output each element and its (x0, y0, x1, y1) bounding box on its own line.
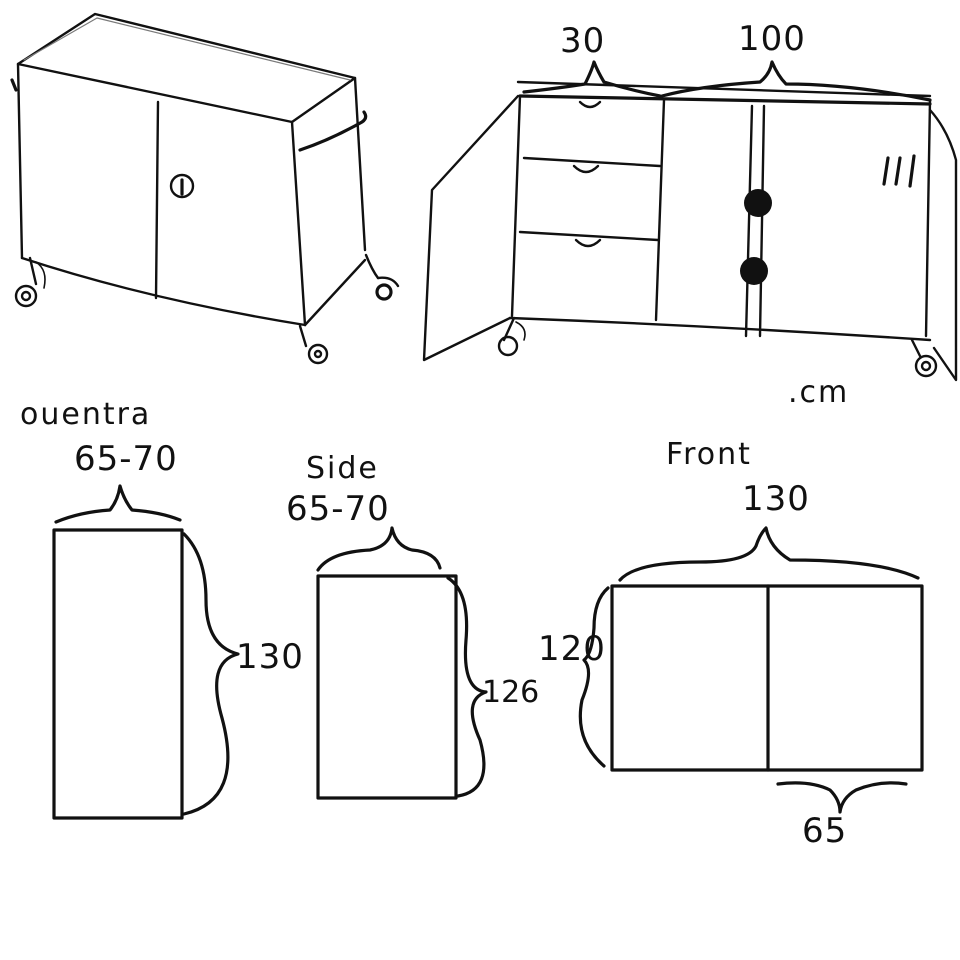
caster-wheel-icon (910, 338, 938, 378)
drawer-pull-icon (578, 100, 602, 109)
cabinet-open-doors-sketch-right: 30 100 (422, 19, 958, 382)
door-knob-icon (740, 257, 768, 285)
view-left-title: ouentra (20, 397, 151, 432)
dimension-brace-total (660, 60, 932, 102)
view-side-rectangle (316, 574, 458, 800)
dimension-brace-top (54, 484, 182, 524)
view-side: Side 65-70 126 (286, 451, 539, 800)
view-side-title: Side (306, 451, 379, 486)
dim-drawer-width-label: 30 (560, 21, 605, 61)
view-side-dim-top: 65-70 (286, 489, 390, 529)
dimension-brace-side (578, 586, 610, 768)
caster-wheel-icon (364, 253, 400, 301)
dimension-brace-top (316, 526, 442, 572)
door-handle-icon (882, 154, 916, 188)
unit-note: .cm (788, 375, 849, 410)
view-left: ouentra 65-70 130 (20, 397, 304, 820)
view-front-dim-side: 120 (538, 629, 606, 669)
view-front-title: Front (666, 437, 752, 472)
cabinet-perspective-sketch-left (10, 12, 400, 365)
door-knob-icon (744, 189, 772, 217)
side-handle-icon (298, 110, 368, 152)
lock-icon (169, 173, 195, 199)
view-left-dim-side: 130 (236, 637, 304, 677)
dimension-brace-drawer (522, 60, 662, 98)
drawer-pull-icon (574, 238, 602, 248)
dimension-brace-bottom (776, 781, 908, 814)
caster-wheel-icon (497, 316, 526, 357)
caster-wheel-icon (298, 324, 329, 365)
drawer-pull-icon (572, 164, 600, 174)
view-left-dim-top: 65-70 (74, 439, 178, 479)
dim-total-width-label: 100 (738, 19, 806, 59)
caster-wheel-icon (14, 256, 46, 308)
dimension-brace-side (182, 532, 240, 816)
view-front-dim-top: 130 (742, 479, 810, 519)
view-side-dim-side: 126 (482, 675, 539, 710)
view-front: Front 130 120 65 (538, 437, 924, 851)
dimension-brace-side (446, 576, 488, 798)
view-left-rectangle (52, 528, 184, 820)
view-front-dim-bottom: 65 (802, 811, 847, 851)
dimension-brace-top (618, 526, 920, 582)
